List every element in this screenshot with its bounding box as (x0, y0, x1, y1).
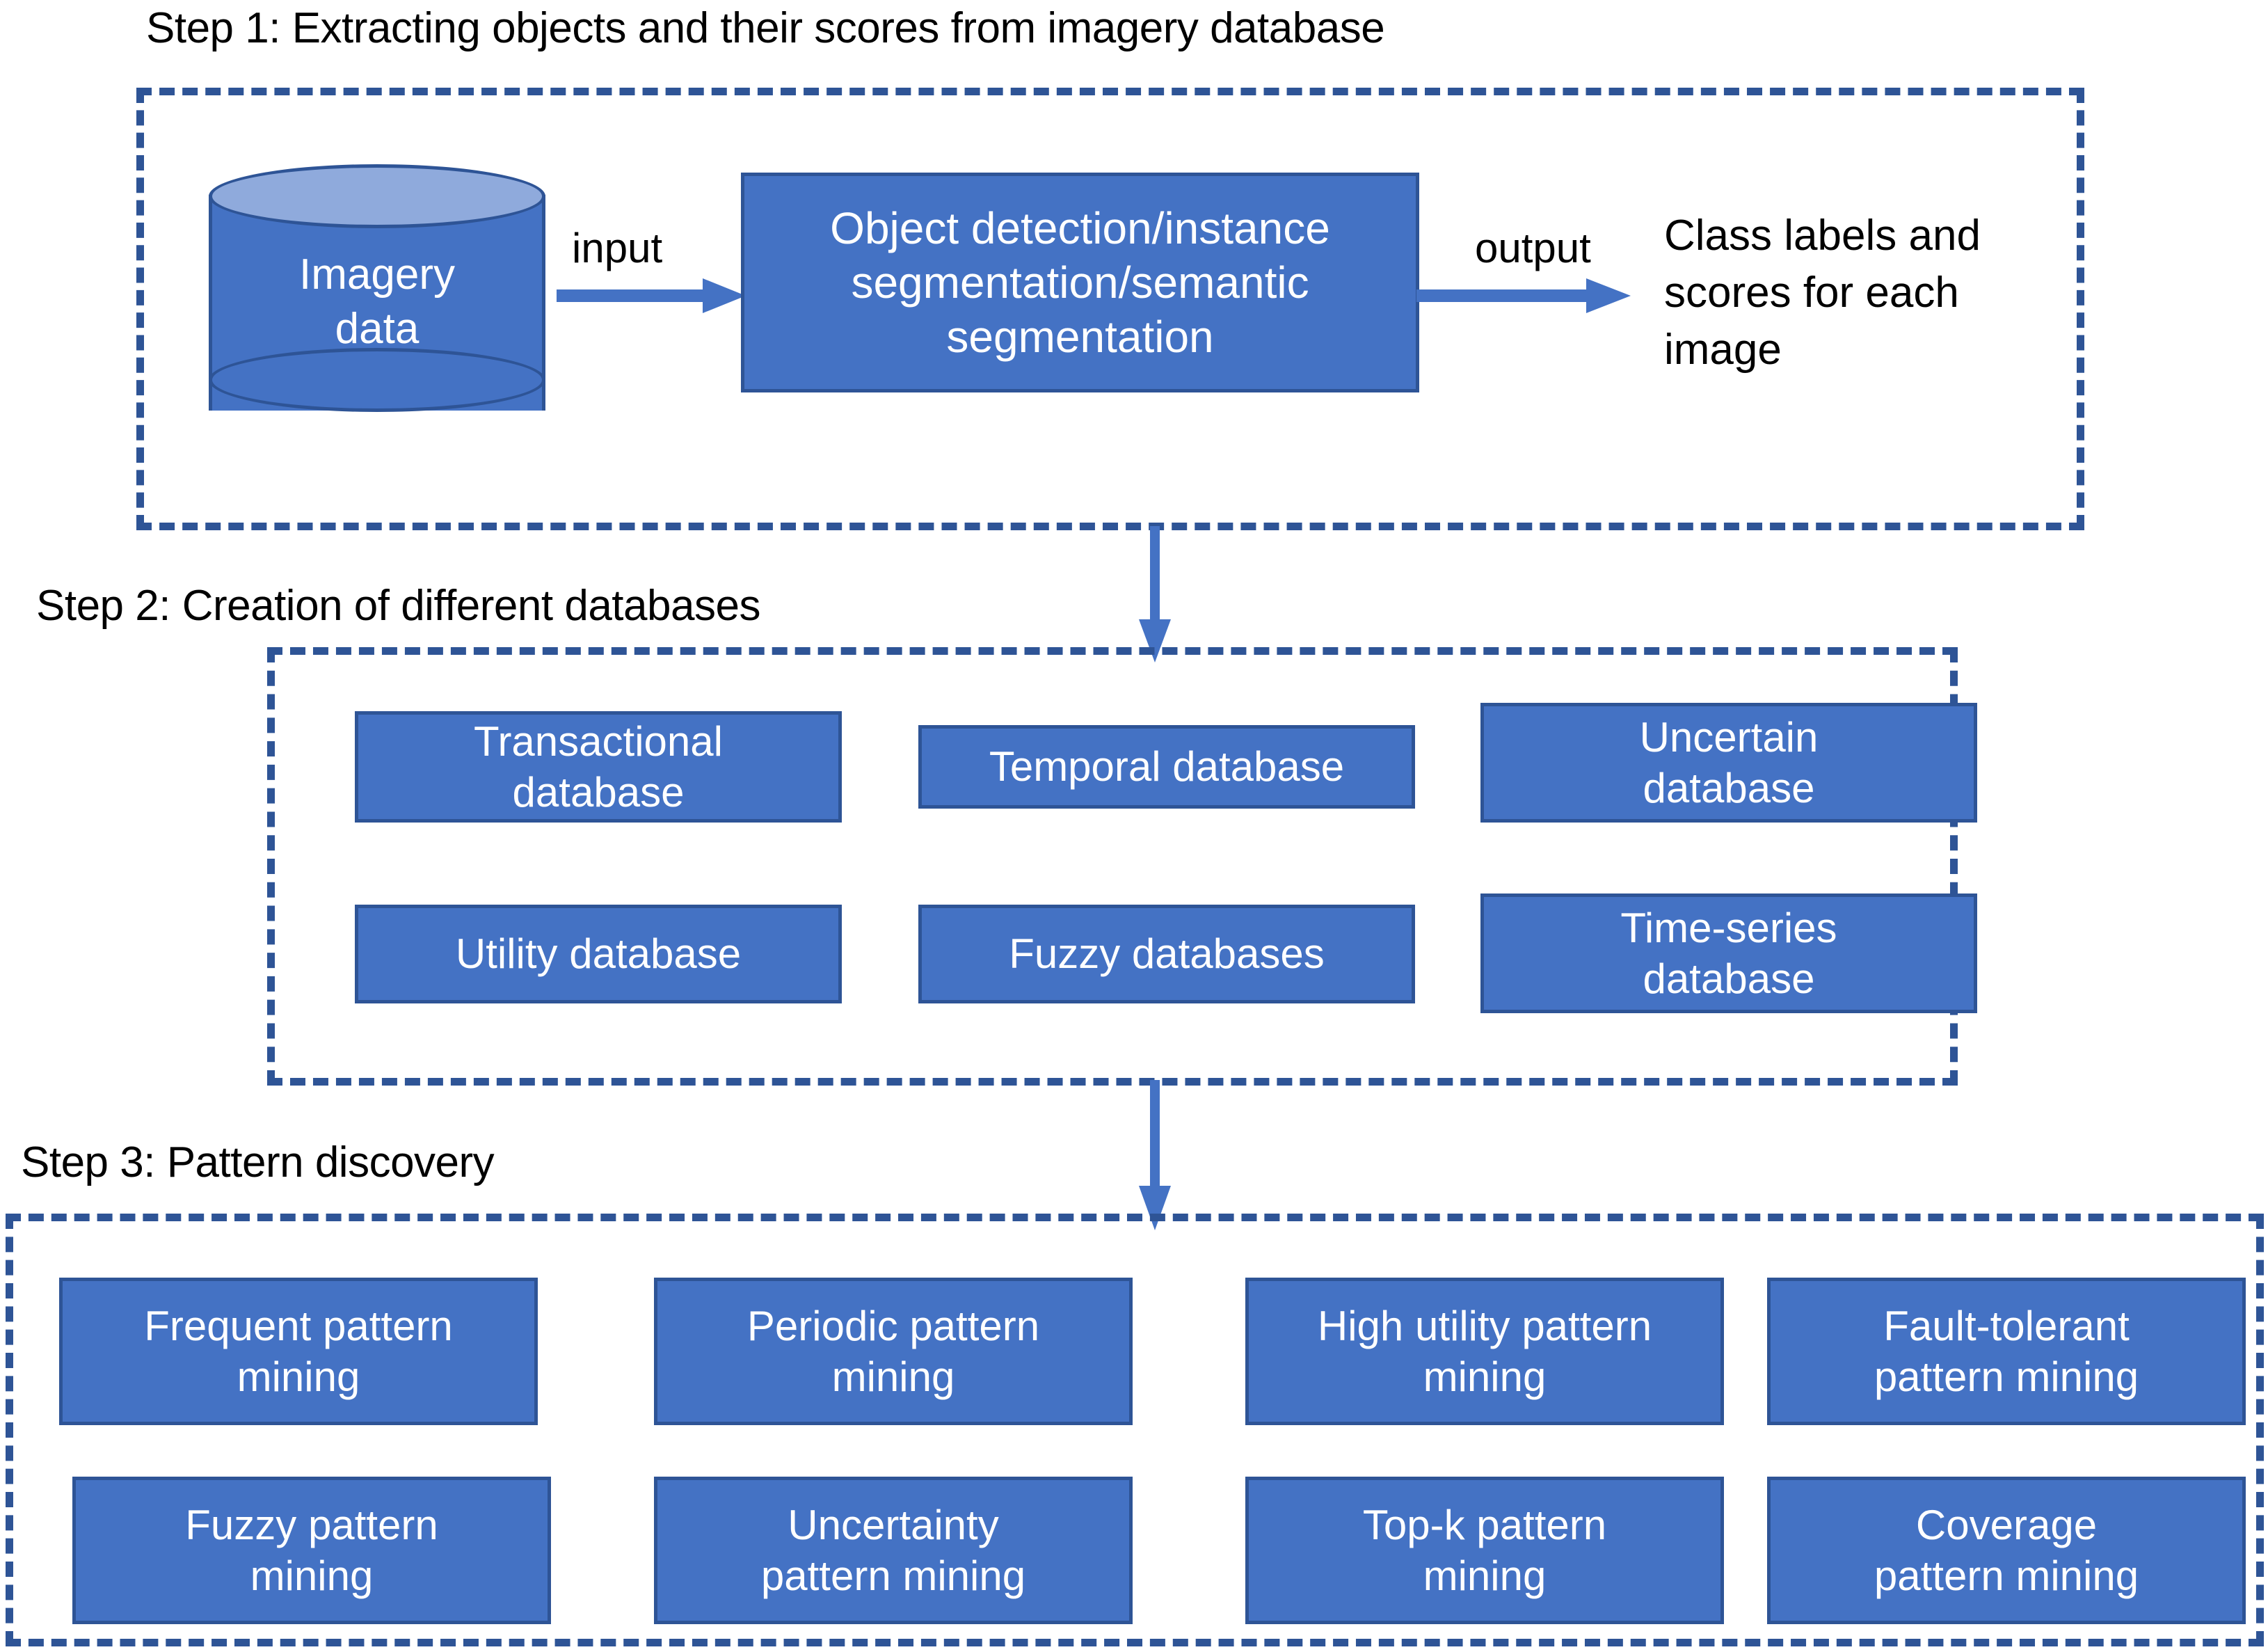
pattern-box-high-utility-pattern-mining[interactable]: High utility pattern mining (1245, 1278, 1724, 1425)
pattern-box-periodic-pattern-mining[interactable]: Periodic pattern mining (654, 1278, 1133, 1425)
database-box-uncertain[interactable]: Uncertain database (1480, 703, 1977, 823)
imagery-data-cylinder: Imagery data (209, 164, 545, 441)
step1-title: Step 1: Extracting objects and their sco… (146, 4, 1385, 52)
object-detection-process-box[interactable]: Object detection/instance segmentation/s… (741, 173, 1419, 392)
cylinder-top-ellipse (209, 164, 545, 228)
cylinder-bottom-ellipse (209, 348, 545, 412)
output-arrow-label: output (1475, 225, 1591, 271)
step3-title: Step 3: Pattern discovery (21, 1138, 495, 1186)
database-box-transactional[interactable]: Transactional database (355, 711, 842, 823)
class-labels-output-text: Class labels and scores for each image (1664, 212, 1981, 374)
step3-group-box (6, 1214, 2264, 1646)
output-arrow-icon (1416, 278, 1631, 313)
input-arrow-label: input (572, 225, 663, 271)
pattern-box-top-k-pattern-mining[interactable]: Top-k pattern mining (1245, 1477, 1724, 1624)
database-box-temporal[interactable]: Temporal database (918, 725, 1415, 809)
pattern-box-frequent-pattern-mining[interactable]: Frequent pattern mining (59, 1278, 538, 1425)
database-box-fuzzy[interactable]: Fuzzy databases (918, 905, 1415, 1003)
pattern-box-coverage-pattern-mining[interactable]: Coverage pattern mining (1767, 1477, 2246, 1624)
database-box-time-series[interactable]: Time-series database (1480, 893, 1977, 1013)
pattern-box-uncertainty-pattern-mining[interactable]: Uncertainty pattern mining (654, 1477, 1133, 1624)
pattern-box-fuzzy-pattern-mining[interactable]: Fuzzy pattern mining (72, 1477, 551, 1624)
step1-group-box (136, 88, 2084, 530)
input-arrow-icon (557, 278, 746, 313)
database-box-utility[interactable]: Utility database (355, 905, 842, 1003)
connector-step1-to-step2-icon (1139, 526, 1171, 662)
pattern-box-fault-tolerant-pattern-mining[interactable]: Fault-tolerant pattern mining (1767, 1278, 2246, 1425)
imagery-data-label: Imagery data (299, 251, 455, 353)
step2-title: Step 2: Creation of different databases (36, 582, 760, 630)
connector-step2-to-step3-icon (1139, 1080, 1171, 1230)
step2-group-box (267, 647, 1958, 1086)
